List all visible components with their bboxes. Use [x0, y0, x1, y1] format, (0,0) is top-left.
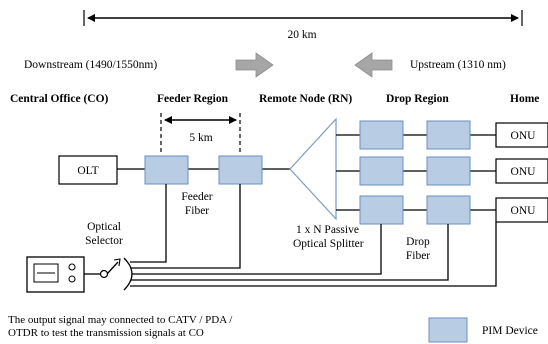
onu-box: ONU: [495, 158, 548, 184]
feeder-distance-dimension: 5 km: [160, 113, 241, 152]
pim-device: [218, 155, 263, 185]
monitoring-fibers: [130, 184, 497, 287]
onu-box: ONU: [495, 197, 548, 223]
region-central-office: Central Office (CO): [10, 93, 109, 105]
region-drop: Drop Region: [386, 93, 449, 105]
pim-device: [426, 195, 471, 225]
region-home: Home: [510, 93, 539, 105]
pim-device: [426, 156, 471, 186]
onu-label: ONU: [511, 166, 537, 178]
onu-box: ONU: [495, 122, 548, 148]
olt-box: OLT: [58, 155, 118, 185]
pim-device: [426, 120, 471, 150]
feeder-fiber-label-line2: Fiber: [185, 205, 209, 217]
upstream-label: Upstream (1310 nm): [410, 59, 506, 71]
optical-selector-label-line1: Optical: [87, 221, 121, 233]
upstream-arrow: [354, 52, 393, 78]
feeder-fiber-label-line1: Feeder: [181, 191, 212, 203]
pim-device: [359, 195, 404, 225]
drop-fiber-label-line1: Drop: [406, 236, 430, 248]
pim-device: [144, 155, 189, 185]
region-feeder: Feeder Region: [157, 93, 229, 105]
note-line1: The output signal may connected to CATV …: [8, 314, 233, 326]
drop-fiber-label-line2: Fiber: [406, 250, 430, 262]
region-remote-node: Remote Node (RN): [259, 93, 352, 105]
pim-device: [359, 156, 404, 186]
feeder-distance-label: 5 km: [189, 132, 212, 144]
total-distance-label: 20 km: [287, 29, 316, 41]
total-distance-dimension: 20 km: [83, 10, 523, 41]
onu-label: ONU: [511, 130, 537, 142]
note-line2: OTDR to test the transmission signals at…: [8, 327, 204, 339]
splitter-label-line2: Optical Splitter: [293, 238, 364, 250]
onu-label: ONU: [511, 205, 537, 217]
optical-selector: [106, 257, 133, 291]
legend-pim-swatch: [428, 317, 468, 343]
pim-device: [359, 120, 404, 150]
splitter-label-line1: 1 x N Passive: [296, 224, 359, 236]
selector-port: [99, 269, 109, 279]
legend: PIM Device: [428, 317, 538, 343]
optical-selector-label-line2: Selector: [85, 235, 123, 247]
olt-label: OLT: [77, 165, 98, 177]
downstream-label: Downstream (1490/1550nm): [24, 59, 157, 71]
passive-splitter: [289, 117, 337, 221]
legend-pim-label: PIM Device: [482, 325, 538, 337]
test-instrument: [26, 256, 85, 293]
downstream-arrow: [235, 52, 274, 78]
